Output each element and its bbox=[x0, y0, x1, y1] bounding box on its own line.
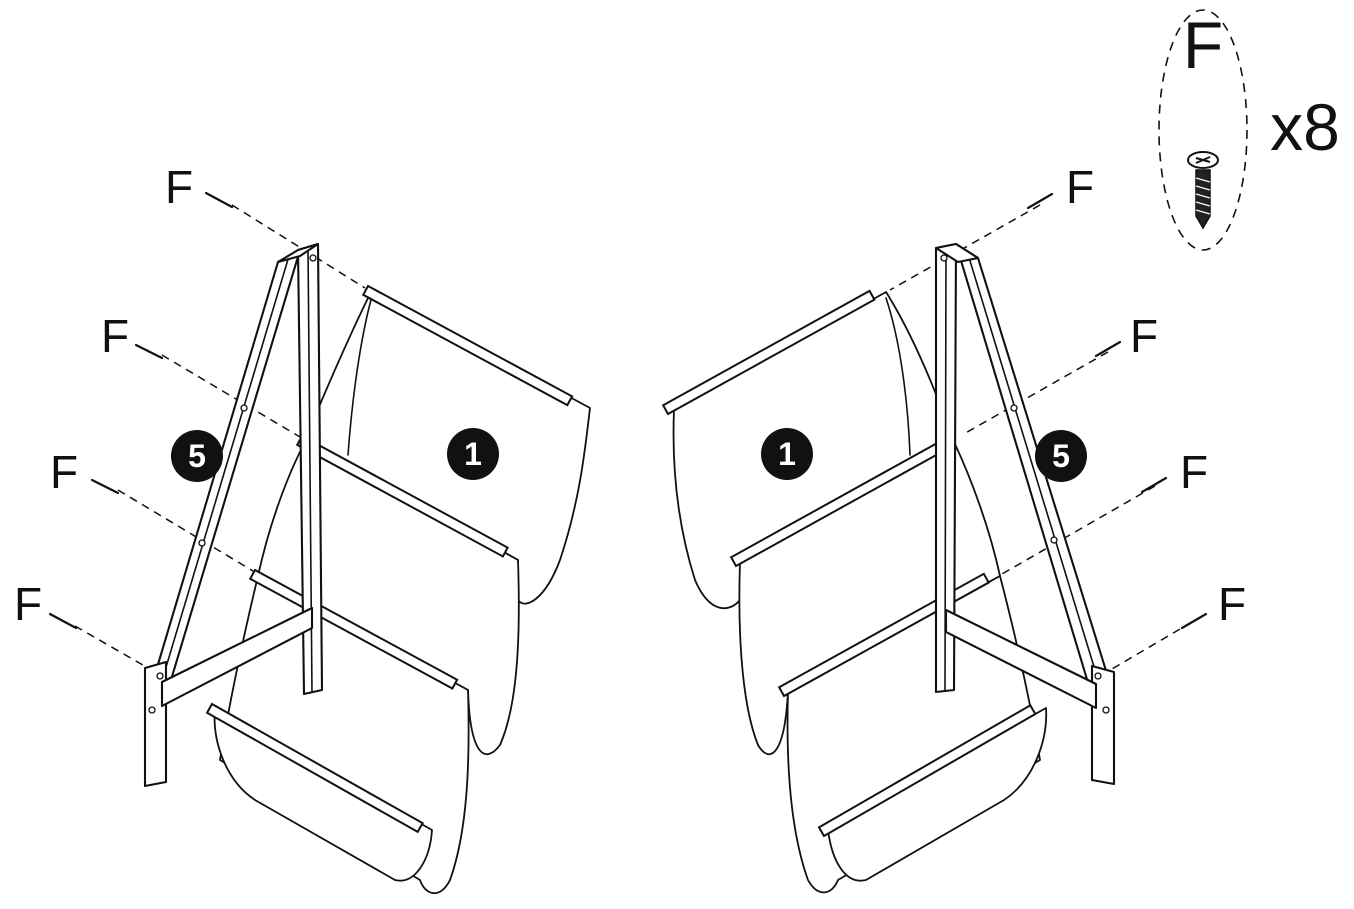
callout-letter: F bbox=[1183, 8, 1223, 82]
right-top-rod bbox=[661, 289, 876, 416]
left-assembly: F F F F 5 1 bbox=[14, 161, 591, 895]
right-screw-label-1: F bbox=[1066, 161, 1094, 213]
left-screw-label-2: F bbox=[101, 310, 129, 362]
svg-text:1: 1 bbox=[464, 436, 482, 472]
screw-icon bbox=[204, 191, 234, 209]
left-screw-label-3: F bbox=[50, 446, 78, 498]
right-guide-line-1 bbox=[889, 204, 1041, 291]
callout-quantity: x8 bbox=[1270, 90, 1340, 164]
left-screw-label-1: F bbox=[165, 161, 193, 213]
left-top-sling-fold bbox=[347, 295, 373, 456]
right-frame-badge: 5 bbox=[1035, 430, 1087, 482]
right-bottom-pocket bbox=[827, 707, 1048, 882]
svg-text:5: 5 bbox=[1052, 438, 1070, 474]
left-top-sling bbox=[304, 289, 591, 605]
screw-icon bbox=[134, 343, 164, 360]
screw-icon bbox=[1026, 192, 1054, 210]
screw-icon bbox=[1140, 476, 1168, 494]
left-middle-sling bbox=[257, 441, 520, 756]
right-crossbar bbox=[944, 608, 1098, 710]
left-foot bbox=[143, 660, 168, 788]
right-guide-line-2 bbox=[961, 351, 1109, 436]
left-guide-line-4 bbox=[74, 625, 163, 677]
right-guide-line-4 bbox=[1099, 621, 1193, 677]
left-top-rod bbox=[361, 284, 574, 407]
left-guide-line-1 bbox=[231, 204, 366, 289]
screw-icon bbox=[1180, 612, 1208, 630]
callout-dashed-outline bbox=[1158, 9, 1248, 251]
screw-icon bbox=[1187, 151, 1219, 230]
left-bottom-rod bbox=[205, 702, 424, 834]
right-bottom-rod bbox=[817, 703, 1037, 838]
svg-text:1: 1 bbox=[778, 436, 796, 472]
right-screw-label-2: F bbox=[1130, 310, 1158, 362]
left-frame-badge: 5 bbox=[171, 430, 223, 482]
left-fabric-badge: 1 bbox=[447, 428, 499, 480]
right-guide-line-3 bbox=[1001, 485, 1156, 575]
screw-icon bbox=[1094, 340, 1122, 358]
right-screw-label-4: F bbox=[1218, 578, 1246, 630]
svg-text:5: 5 bbox=[188, 438, 206, 474]
right-foot bbox=[1090, 664, 1116, 786]
right-top-sling bbox=[672, 291, 955, 610]
right-screw-label-3: F bbox=[1180, 446, 1208, 498]
right-fabric-badge: 1 bbox=[761, 428, 813, 480]
left-crossbar bbox=[160, 606, 314, 708]
screw-icon bbox=[48, 612, 78, 630]
screw-icon bbox=[90, 478, 120, 495]
right-assembly: F F F F 1 5 bbox=[661, 161, 1246, 894]
parts-callout: F x8 bbox=[1158, 8, 1340, 251]
left-guide-line-2 bbox=[161, 354, 301, 438]
left-screw-label-4: F bbox=[14, 578, 42, 630]
left-bottom-pocket bbox=[213, 707, 433, 882]
